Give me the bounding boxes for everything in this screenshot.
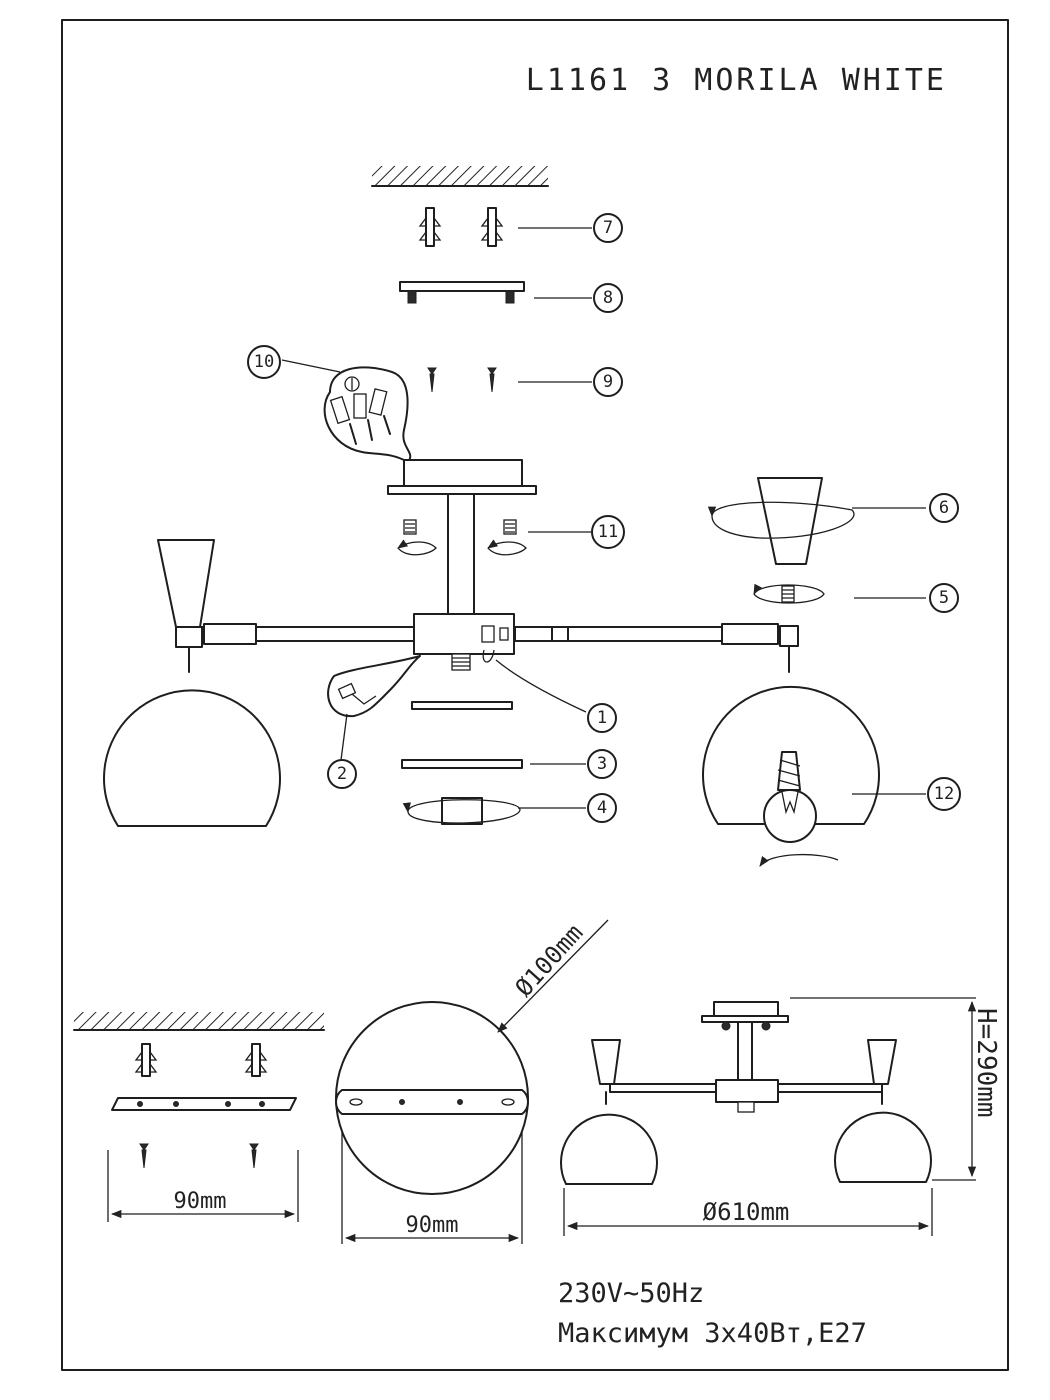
center-stem bbox=[447, 493, 475, 615]
voltage-spec: 230V~50Hz bbox=[558, 1278, 704, 1309]
wall-anchors bbox=[418, 207, 504, 247]
callout-6: 6 bbox=[939, 498, 949, 518]
callout-10: 10 bbox=[254, 352, 274, 372]
callout-5: 5 bbox=[939, 588, 949, 608]
product-title: L1161 3 MORILA WHITE bbox=[526, 63, 947, 98]
mount-width-label: 90mm bbox=[174, 1189, 227, 1214]
canopy-plate-detail: Ø100mm 90mm bbox=[335, 919, 609, 1244]
callout-4: 4 bbox=[597, 798, 607, 818]
screws bbox=[427, 367, 497, 393]
callout-2: 2 bbox=[337, 764, 347, 784]
top-shade-cone bbox=[707, 477, 855, 565]
leader-lines bbox=[281, 227, 926, 809]
assembled-view: H=290mm Ø610mm bbox=[560, 997, 1001, 1236]
ceiling-hatch bbox=[371, 166, 549, 187]
canopy-diameter-label: Ø100mm bbox=[510, 919, 589, 1002]
overall-diameter-label: Ø610mm bbox=[703, 1198, 790, 1226]
height-label: H=290mm bbox=[971, 1008, 1001, 1118]
callout-7: 7 bbox=[603, 218, 613, 238]
callout-3: 3 bbox=[597, 754, 607, 774]
callout-markers: 7 8 9 10 11 6 5 1 2 3 4 12 bbox=[247, 213, 961, 823]
plate-upper bbox=[411, 701, 513, 710]
right-shade bbox=[702, 625, 880, 867]
callout-12: 12 bbox=[934, 784, 954, 804]
left-shade-cone bbox=[157, 539, 215, 673]
decor-cap bbox=[402, 797, 521, 825]
page-frame bbox=[61, 19, 1009, 1371]
mounting-bar bbox=[399, 281, 525, 304]
ground-wire-detail bbox=[327, 655, 421, 761]
callout-1: 1 bbox=[597, 708, 607, 728]
lock-nuts bbox=[397, 519, 527, 556]
plate-width-label: 90mm bbox=[406, 1213, 459, 1238]
arm-assembly bbox=[199, 613, 779, 671]
callout-11: 11 bbox=[598, 522, 618, 542]
left-globe bbox=[103, 689, 281, 827]
mount-detail: 90mm bbox=[73, 1012, 325, 1222]
canopy bbox=[387, 459, 537, 495]
callout-9: 9 bbox=[603, 372, 613, 392]
terminal-block-detail bbox=[323, 366, 412, 463]
callout-8: 8 bbox=[603, 288, 613, 308]
plate-lower bbox=[401, 759, 523, 769]
thread-ring bbox=[753, 583, 825, 604]
power-spec: Максимум 3x40Вт,E27 bbox=[558, 1318, 867, 1349]
